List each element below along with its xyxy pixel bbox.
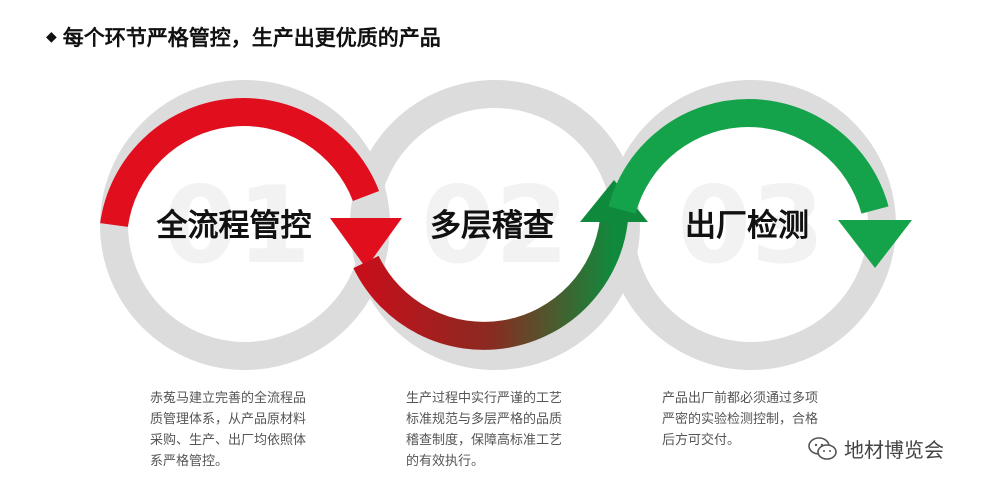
watermark: 地材博览会 xyxy=(808,434,944,463)
step-label-2: 多层稽查 xyxy=(430,208,554,244)
gradient-arc xyxy=(353,218,628,350)
step-description-2: 生产过程中实行严谨的工艺 标准规范与多层严格的品质 稽查制度，保障高标准工艺 的… xyxy=(406,391,563,469)
green-arrowhead xyxy=(838,220,912,268)
step-label-1: 全流程管控 xyxy=(156,208,312,244)
process-diagram: 01 02 03 全流程管控 多层稽查 出厂检测 xyxy=(100,80,912,370)
step-label-3: 出厂检测 xyxy=(685,208,809,244)
page-title: 每个环节严格管控，生产出更优质的产品 xyxy=(62,26,441,50)
step-number-2: 02 xyxy=(421,164,569,287)
step-description-3: 产品出厂前都必须通过多项 严密的实验检测控制，合格 后方可交付。 xyxy=(662,391,819,448)
step-number-3: 03 xyxy=(677,164,825,287)
section-header: ◆ 每个环节严格管控，生产出更优质的产品 xyxy=(46,22,441,52)
red-arrowhead xyxy=(330,218,402,268)
red-arc xyxy=(100,98,380,228)
step-number-1: 01 xyxy=(163,164,311,287)
bullet-icon: ◆ xyxy=(46,29,57,45)
step-description-1: 赤菟马建立完善的全流程品 质管理体系，从产品原材料 采购、生产、出厂均依照体 系… xyxy=(150,391,307,469)
watermark-text: 地材博览会 xyxy=(844,438,944,462)
green-arc xyxy=(608,99,889,214)
wechat-icon xyxy=(808,436,837,460)
